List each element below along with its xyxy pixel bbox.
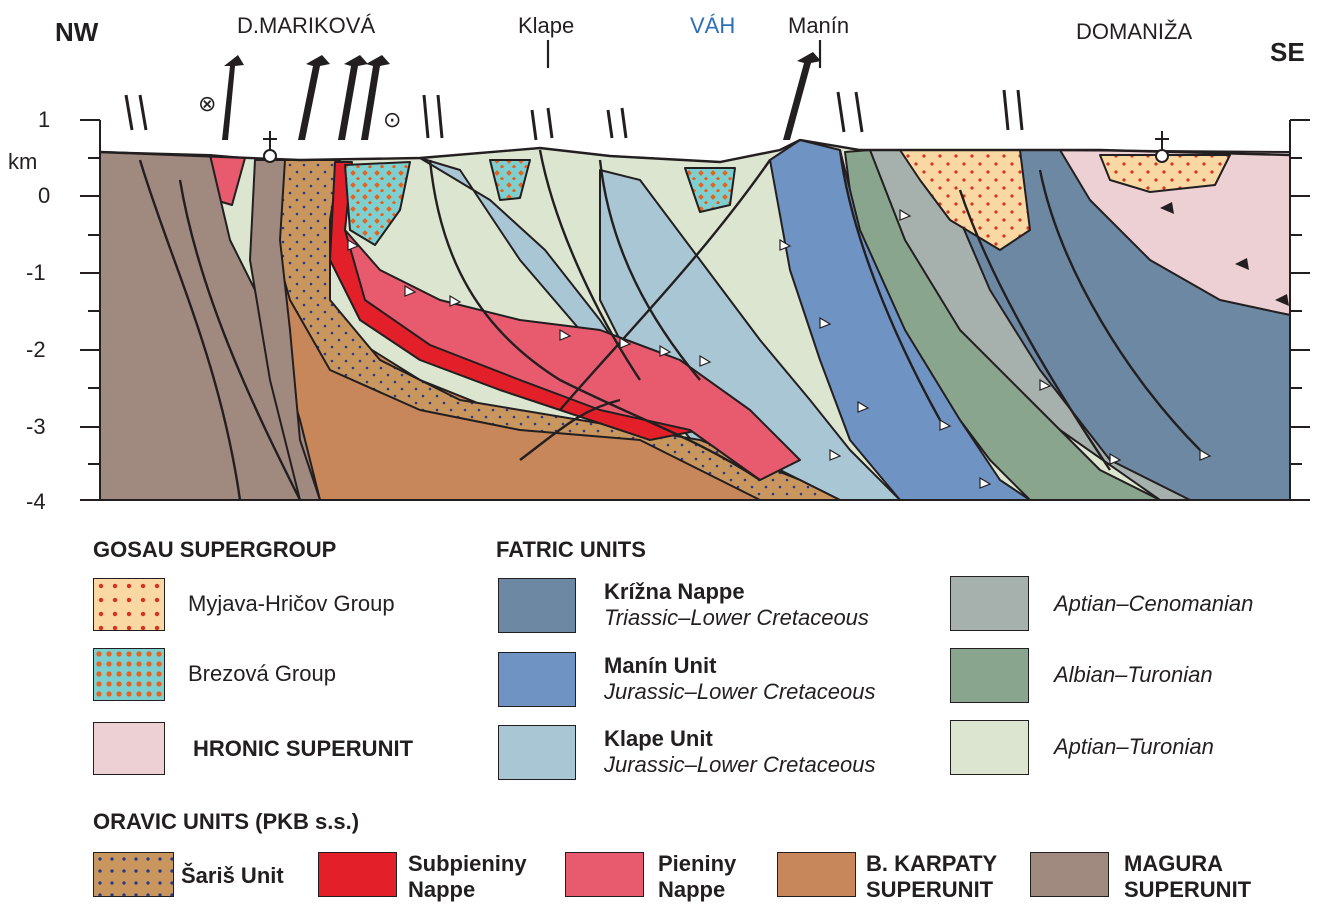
strike-slip-toward-icon: ⊙ [383,107,402,132]
unit-pieniny [344,229,801,481]
legend-oravic-title: ORAVIC UNITS (PKB s.s.) [93,809,360,834]
tick-label: 0 [38,183,51,208]
label-hronic: HRONIC SUPERUNIT [193,736,414,761]
swatch-aptian-cenomanian [950,576,1029,631]
thrust-markers-black [1160,202,1289,306]
strike-slip-away-icon: ⊗ [198,91,217,116]
axis-unit: km [8,149,38,174]
tick-label: -2 [26,337,46,362]
label-krizna-name: Krížna Nappe [604,579,745,604]
place-marikova: D.MARIKOVÁ [237,13,376,38]
swatch-b-karpaty [777,852,856,897]
label-b-karpaty-2: SUPERUNIT [866,877,994,902]
swatch-saris [93,852,174,897]
surface-fault-symbols [124,89,1024,141]
swatch-brezova [93,648,165,701]
label-magura-1: MAGURA [1124,851,1223,876]
label-myjava: Myjava-Hričov Group [188,591,395,616]
fault-lines [138,149,1201,501]
thrust-markers [347,208,1212,489]
unit-brezova-2 [489,159,531,201]
place-vah: VÁH [690,13,736,38]
swatch-aptian-turonian [950,720,1029,775]
place-domaniza: DOMANIŽA [1076,19,1193,44]
swatch-klape [498,725,576,780]
label-klape-name: Klape Unit [604,726,713,751]
topographic-surface [99,138,1291,164]
depth-axis-left [80,119,101,501]
label-b-karpaty-1: B. KARPATY [866,851,998,876]
unit-myjava-2 [1099,154,1231,193]
unit-brezova [344,161,411,246]
label-magura-2: SUPERUNIT [1124,877,1252,902]
tick-label: -4 [26,489,46,514]
label-krizna-age: Triassic–Lower Cretaceous [604,605,869,630]
place-klape: Klape [518,13,575,38]
label-pieniny-2: Nappe [658,877,726,902]
unit-magura-2 [249,159,321,501]
label-pieniny-1: Pieniny [658,851,737,876]
cross-section [80,40,1310,501]
unit-brezova-3 [684,167,736,213]
swatch-myjava [93,578,165,631]
section-units [99,139,1291,501]
swatch-albian-turonian [950,648,1029,703]
label-aptian-turonian: Aptian–Turonian [1054,734,1214,759]
swatch-pieniny [565,852,644,897]
legend-gosau-title: GOSAU SUPERGROUP [93,537,337,562]
label-saris: Šariš Unit [181,863,284,888]
swatch-subpieniny [318,852,397,897]
tick-label: -3 [26,414,46,439]
swatch-magura [1030,852,1109,897]
label-klape-age: Jurassic–Lower Cretaceous [604,752,876,777]
direction-nw: NW [55,17,99,47]
tick-label: 1 [38,107,51,132]
label-subpieniny-1: Subpieniny [408,851,527,876]
tick-label: -1 [26,260,46,285]
label-brezova: Brezová Group [188,661,336,686]
label-subpieniny-2: Nappe [408,877,476,902]
swatch-krizna [498,578,576,633]
swatch-manin [498,652,576,707]
label-albian-turonian: Albian–Turonian [1054,662,1213,687]
direction-se: SE [1270,37,1305,67]
place-manin: Manín [788,13,850,38]
label-manin-name: Manín Unit [604,653,717,678]
reverse-fault-symbols [222,52,821,140]
swatch-hronic [93,722,165,775]
legend-fatric-title: FATRIC UNITS [496,537,646,562]
label-manin-age: Jurassic–Lower Cretaceous [604,679,876,704]
depth-axis-right [1289,119,1310,501]
label-aptian-cenomanian: Aptian–Cenomanian [1054,591,1254,616]
